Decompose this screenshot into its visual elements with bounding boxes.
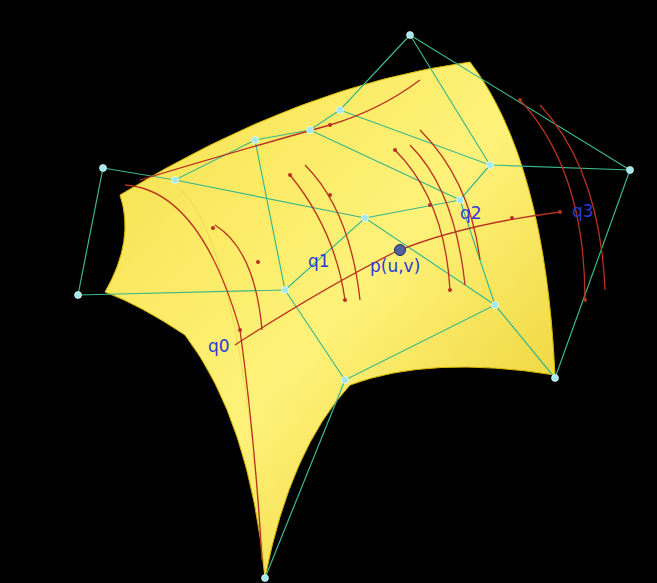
control-points bbox=[75, 32, 634, 582]
point-label: q1 bbox=[308, 253, 330, 270]
surface-point bbox=[395, 245, 406, 256]
iso-curves bbox=[125, 80, 605, 560]
point-label: q2 bbox=[460, 205, 482, 222]
surface bbox=[105, 62, 555, 578]
point-label: q0 bbox=[208, 338, 230, 355]
point-label: q3 bbox=[572, 203, 594, 220]
point-label: p(u,v) bbox=[370, 258, 420, 275]
control-net bbox=[78, 35, 630, 578]
